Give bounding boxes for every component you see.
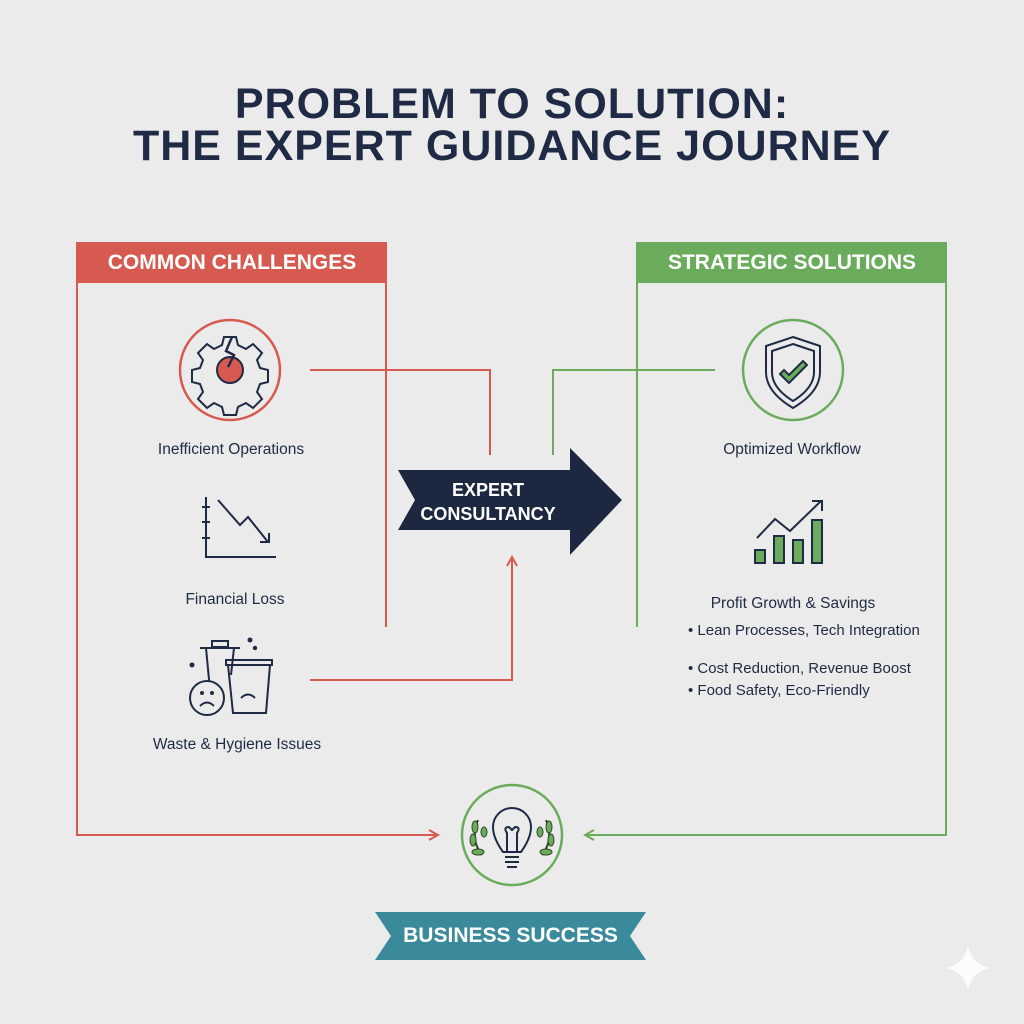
broken-gear-icon <box>191 336 269 416</box>
challenges-header: COMMON CHALLENGES <box>77 242 387 283</box>
challenge-label: Inefficient Operations <box>157 441 305 458</box>
bullet-text: Food Safety, Eco-Friendly <box>697 682 870 699</box>
solution-label: Optimized Workflow <box>723 441 861 458</box>
sparkle-icon <box>945 945 991 991</box>
title-line-1: PROBLEM TO SOLUTION: <box>234 80 790 128</box>
business-success-banner <box>375 912 646 960</box>
solutions-frame <box>552 242 947 835</box>
expert-consultancy-arrow <box>398 448 622 555</box>
bullet-text: Lean Processes, Tech Integration <box>697 622 920 639</box>
title-line-2: THE EXPERT GUIDANCE JOURNEY <box>132 122 892 170</box>
growth-chart-icon <box>754 500 823 564</box>
declining-chart-icon <box>202 497 276 558</box>
challenges-frame <box>76 242 512 835</box>
solution-bullet: • Lean Processes, Tech Integration <box>688 622 920 639</box>
solution-label: Profit Growth & Savings <box>710 595 876 612</box>
business-success-label: BUSINESS SUCCESS <box>403 924 618 947</box>
shield-check-icon <box>765 335 821 410</box>
challenge-label: Financial Loss <box>185 591 285 608</box>
center-line-1: EXPERT <box>451 480 525 500</box>
solution-bullet: • Cost Reduction, Revenue Boost <box>688 660 911 677</box>
center-line-2: CONSULTANCY <box>420 504 556 524</box>
sad-trash-bins-icon <box>189 637 273 716</box>
solutions-header: STRATEGIC SOLUTIONS <box>637 242 947 283</box>
lightbulb-laurel-icon <box>469 807 555 868</box>
bullet-text: Cost Reduction, Revenue Boost <box>697 660 911 677</box>
challenge-label: Waste & Hygiene Issues <box>152 736 322 753</box>
solution-bullet: • Food Safety, Eco-Friendly <box>688 682 870 699</box>
center-label: EXPERT CONSULTANCY <box>398 478 578 526</box>
